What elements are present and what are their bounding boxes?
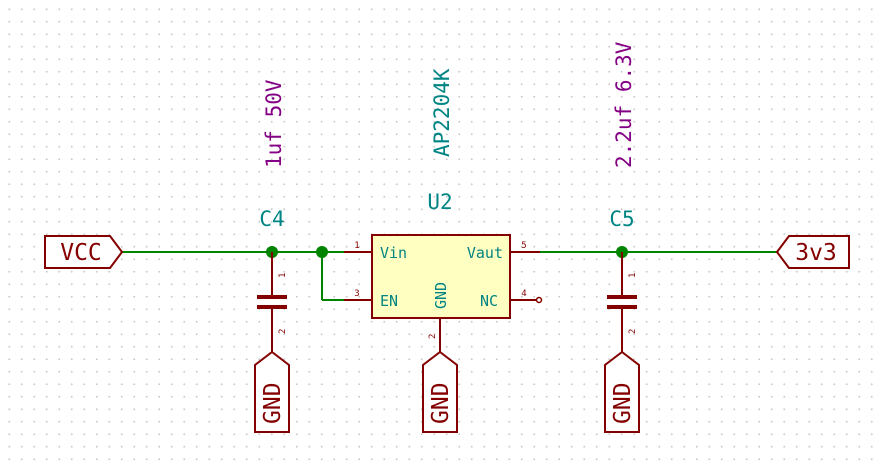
c5-value: 2.2uf 6.3V <box>612 41 636 168</box>
u2-pin-name-vaut: Vaut <box>467 244 503 262</box>
u2-value: AP2204K <box>430 68 454 157</box>
u2-pin-number-3: 3 <box>354 289 359 299</box>
capacitor-c4[interactable]: 1uf 50V C4 1 2 <box>257 79 288 352</box>
c5-ref: C5 <box>609 207 634 231</box>
junction-en <box>316 246 328 258</box>
c5-plate-top <box>607 295 637 299</box>
u2-pin-number-4: 4 <box>521 289 526 299</box>
c4-ref: C4 <box>259 207 284 231</box>
gnd-symbol-c5-shape <box>604 350 640 433</box>
gnd-symbol-c4-label: GND <box>260 382 286 424</box>
gnd-symbol-c5-label: GND <box>610 382 636 424</box>
u2-pin-name-nc: NC <box>480 292 498 310</box>
c5-pin1-number: 1 <box>628 273 638 278</box>
port-vcc-shape <box>44 235 124 269</box>
c4-value: 1uf 50V <box>262 79 286 168</box>
gnd-symbol-c5[interactable]: GND <box>604 350 640 433</box>
u2-pin-number-1: 1 <box>354 241 359 251</box>
port-vcc[interactable]: VCC <box>44 235 124 269</box>
port-vcc-label: VCC <box>60 240 102 266</box>
c4-pin2-number: 2 <box>278 329 288 334</box>
gnd-symbol-c4-shape <box>254 350 290 433</box>
u2-ref: U2 <box>427 190 452 214</box>
u2-pin-name-gnd: GND <box>432 282 450 309</box>
wires <box>122 251 777 301</box>
regulator-u2[interactable]: AP2204K U2 Vin EN Vaut NC GND 1 3 5 4 2 <box>344 68 543 352</box>
u2-pin-number-2: 2 <box>428 334 438 339</box>
c5-pin2-number: 2 <box>628 329 638 334</box>
u2-pin-number-5: 5 <box>521 241 526 251</box>
port-3v3[interactable]: 3v3 <box>775 235 850 269</box>
gnd-symbol-u2[interactable]: GND <box>422 350 458 433</box>
c4-plate-top <box>257 295 287 299</box>
c4-pin1-number: 1 <box>278 273 288 278</box>
port-3v3-shape <box>775 235 850 269</box>
u2-pin-name-vin: Vin <box>380 244 407 262</box>
capacitor-c5[interactable]: 2.2uf 6.3V C5 1 2 <box>607 41 638 352</box>
gnd-symbol-c4[interactable]: GND <box>254 350 290 433</box>
gnd-symbol-u2-shape <box>422 350 458 433</box>
u2-pin-name-en: EN <box>380 292 398 310</box>
u2-body <box>371 234 511 319</box>
u2-pin4-noconnect <box>535 296 543 304</box>
port-3v3-label: 3v3 <box>795 240 837 266</box>
gnd-symbol-u2-label: GND <box>428 382 454 424</box>
